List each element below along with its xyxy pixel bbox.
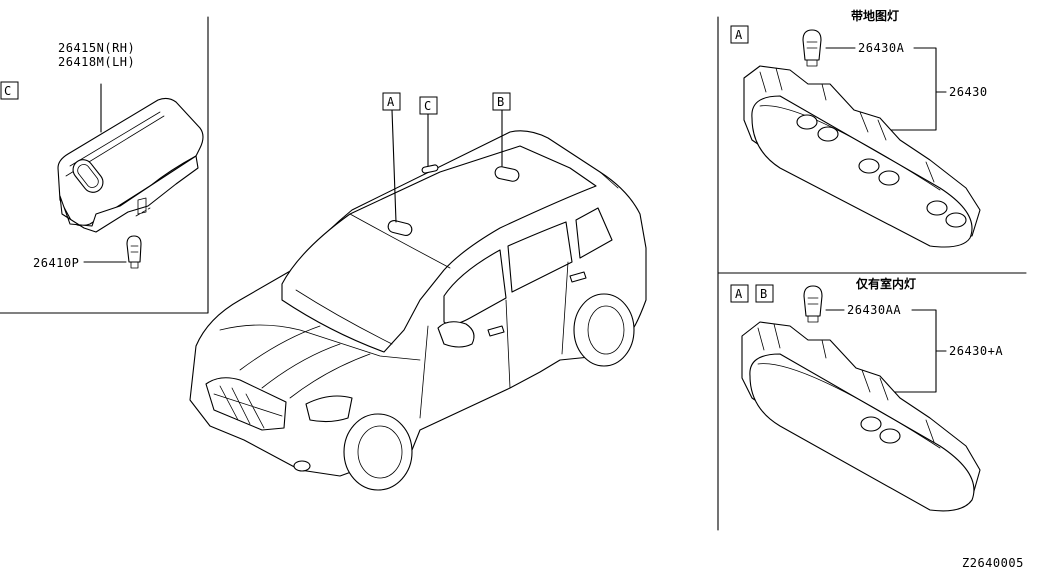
lamp-c-drawing [57, 97, 204, 233]
bottom-panel-box-a [730, 284, 749, 303]
bottom-panel-box-b [755, 284, 774, 303]
top-assembly-part-number: 26430 [949, 85, 988, 99]
bottom-panel-box-a-letter: A [735, 287, 743, 301]
section-c-box-letter: C [4, 84, 11, 98]
diagram-code: Z2640005 [962, 556, 1024, 570]
top-panel: A 带地图灯 26430A 26430 [730, 8, 988, 248]
section-c: C 26415N(RH) 26418M(LH) 26410P [0, 16, 209, 314]
top-panel-box-a [730, 25, 749, 44]
side-mirror-icon [437, 321, 475, 348]
vehicle-drawing: A C B [189, 92, 647, 491]
bottom-panel-box-b-letter: B [760, 287, 767, 301]
top-panel-box-a-letter: A [735, 28, 743, 42]
bottom-assembly-part-number: 26430+A [949, 344, 1003, 358]
callout-b-label: B [497, 95, 504, 109]
bottom-panel: A B 仅有室内灯 26430AA 26430+A [730, 276, 1003, 512]
right-panels [717, 16, 1027, 531]
roof-lamp-b-icon [494, 166, 520, 182]
section-c-frame [0, 16, 209, 314]
bottom-panel-caption: 仅有室内灯 [855, 276, 916, 291]
room-lamp-top-drawing [743, 65, 981, 248]
top-panel-caption: 带地图灯 [851, 8, 899, 23]
bulb-c-icon [126, 235, 142, 269]
room-lamp-bottom-drawing [741, 321, 981, 512]
leader-callout-a [391, 109, 397, 223]
front-grille [205, 377, 287, 431]
rear-wheel [573, 293, 635, 367]
callout-c-label: C [424, 99, 431, 113]
section-c-box [0, 81, 19, 100]
bottom-bulb-part-number: 26430AA [847, 303, 901, 317]
part-number-rh: 26415N(RH) [58, 41, 135, 55]
bulb-top-icon [802, 29, 822, 67]
callout-a-label: A [387, 95, 395, 109]
bulb-bottom-icon [803, 285, 823, 323]
roof-lamp-a-icon [387, 219, 413, 237]
top-bulb-part-number: 26430A [858, 41, 905, 55]
part-number-lh: 26418M(LH) [58, 55, 135, 69]
roof-lamp-c-icon [421, 164, 439, 174]
bulb-part-number-c: 26410P [33, 256, 79, 270]
leader-top-assembly-bracket [889, 47, 937, 131]
leader-bottom-assembly-bracket [889, 309, 937, 393]
